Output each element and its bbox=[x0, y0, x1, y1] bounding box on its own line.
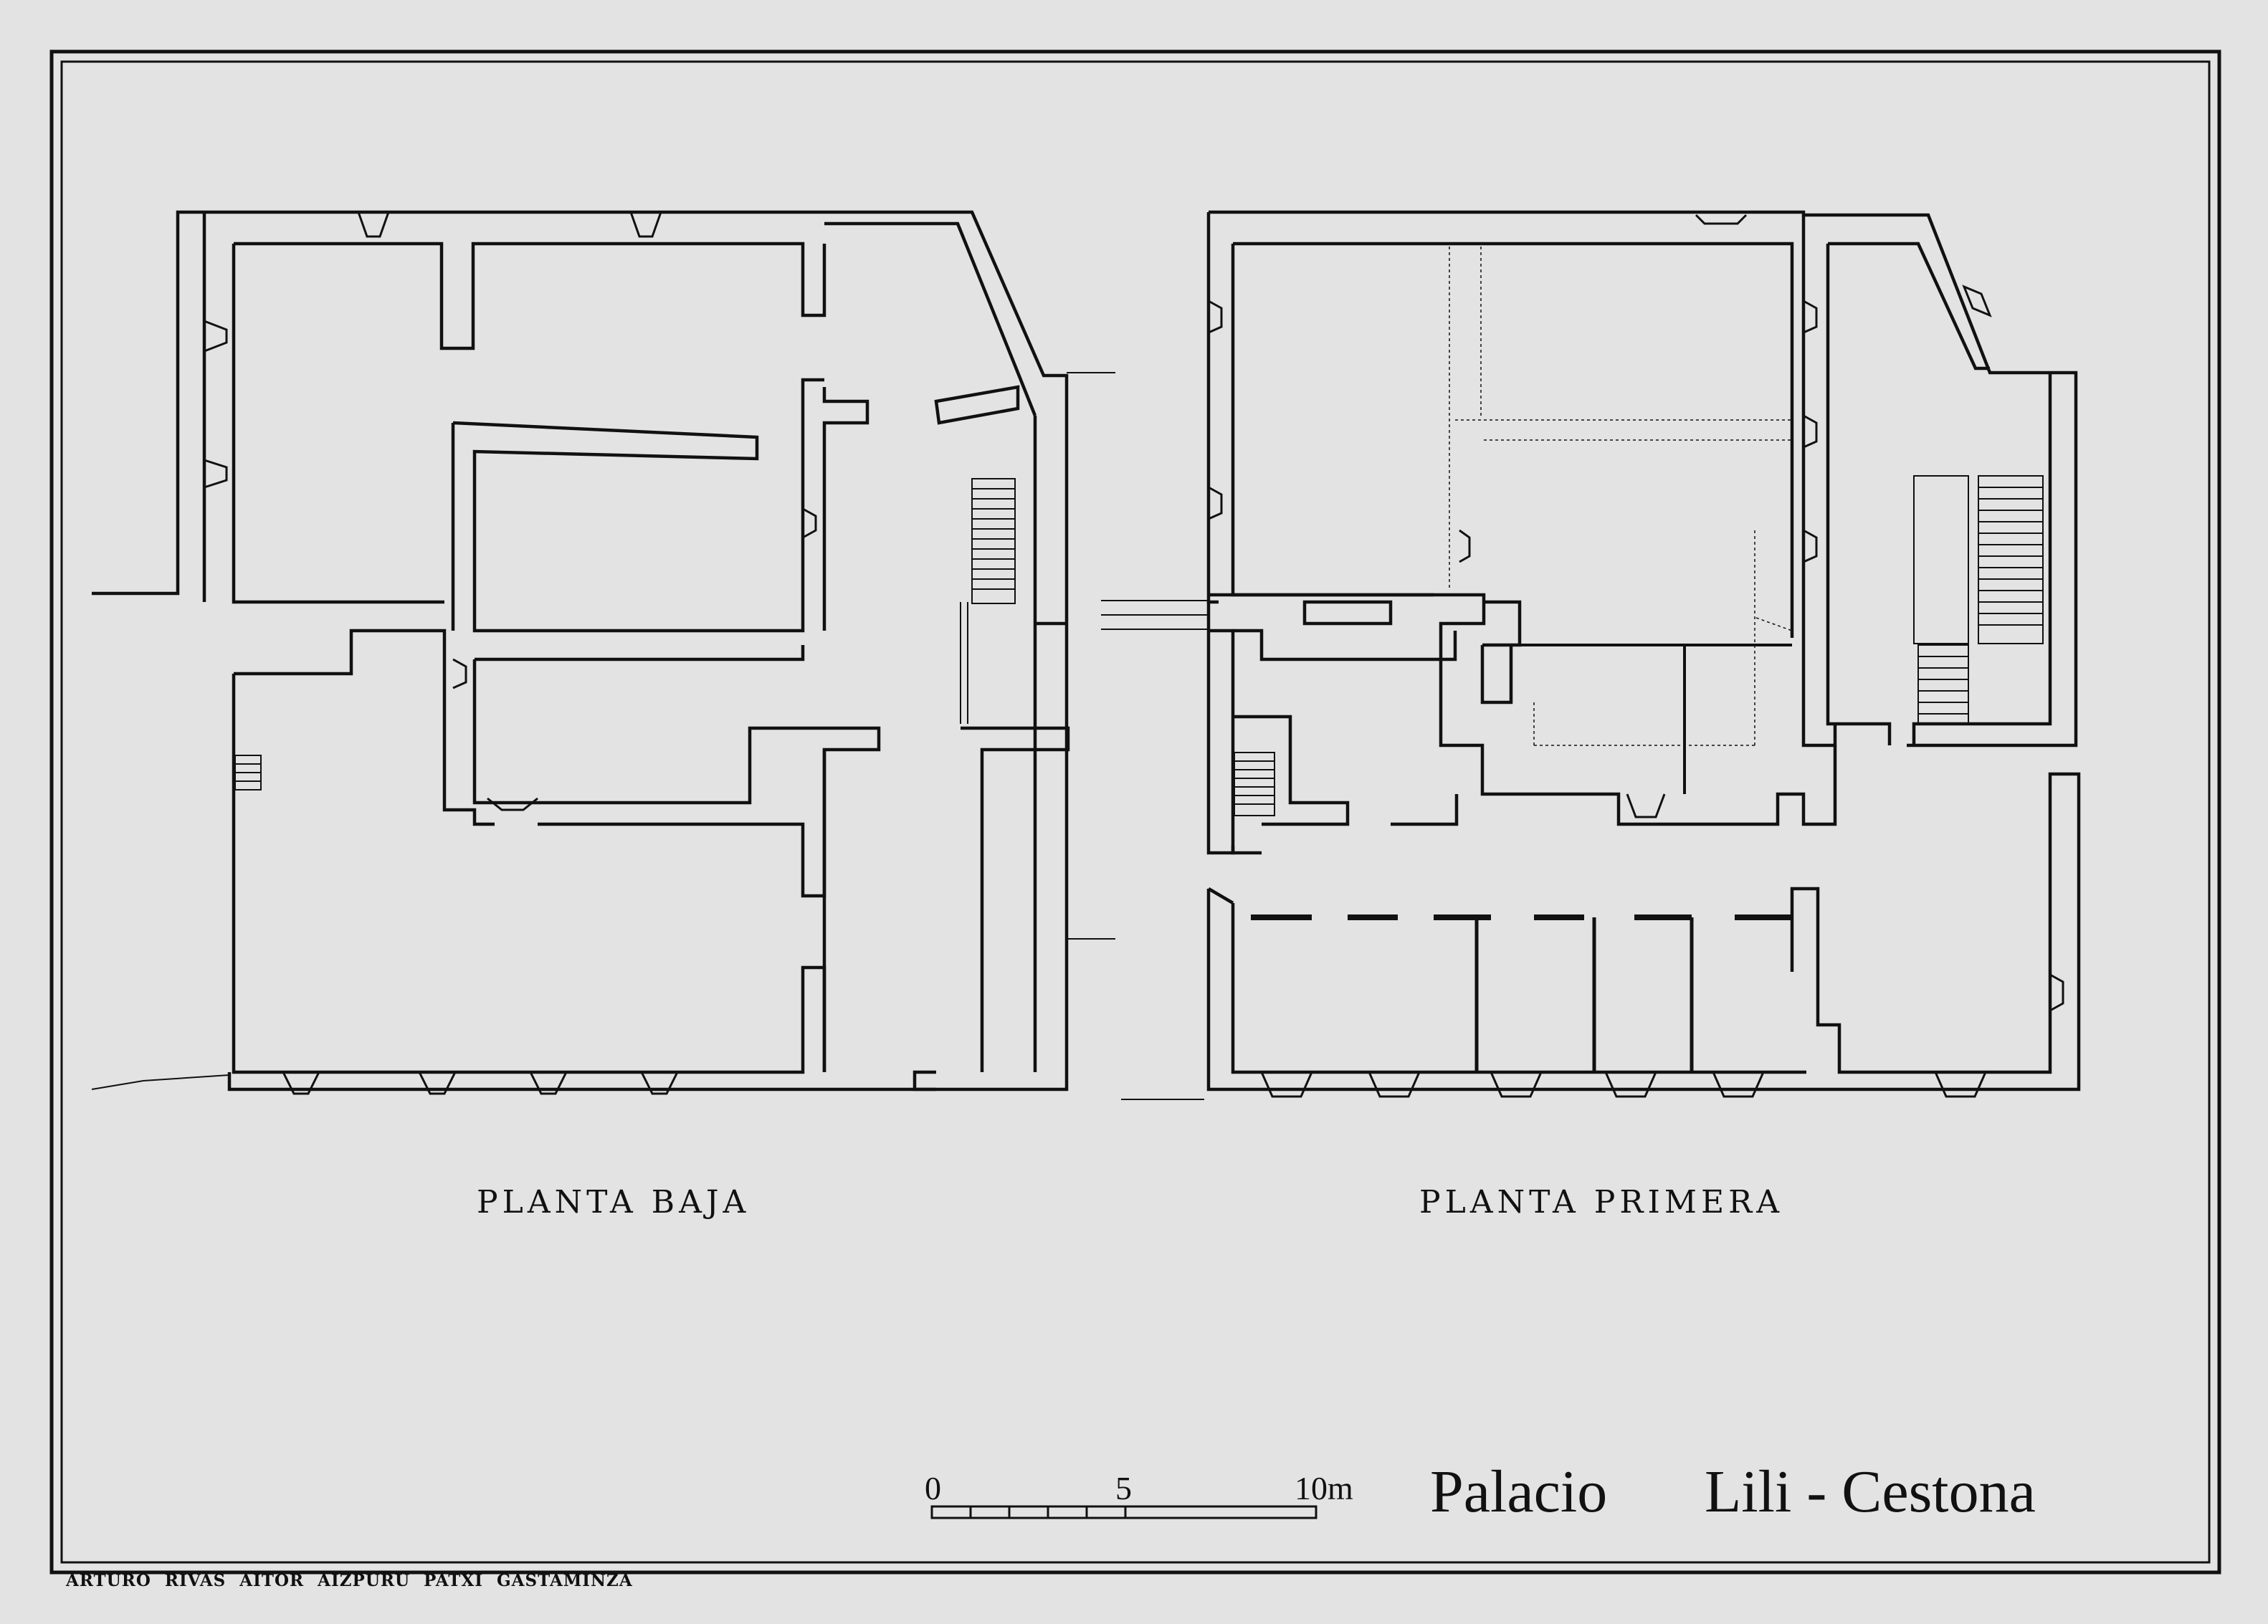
first-corridor bbox=[1480, 645, 1513, 704]
first-lower-west bbox=[1207, 887, 1234, 904]
drawing-title-building: Palacio bbox=[1430, 1458, 1608, 1525]
scale-bar-graphic bbox=[930, 1505, 1318, 1519]
first-room-wall-b bbox=[1302, 600, 1393, 626]
ground-left-large bbox=[234, 629, 495, 826]
ground-floor-label: PLANTA BAJA bbox=[477, 1184, 751, 1221]
first-staircase bbox=[1234, 475, 2044, 816]
first-mid-block bbox=[1209, 593, 1837, 826]
ground-central-room bbox=[472, 659, 881, 898]
sheet-border bbox=[49, 49, 2221, 1575]
ground-ne-room bbox=[934, 385, 1020, 425]
first-lower-inner bbox=[1231, 903, 1806, 1074]
first-windows bbox=[1208, 214, 2064, 1098]
ground-left-large-2 bbox=[232, 674, 826, 1074]
ground-inner-north bbox=[234, 242, 826, 350]
first-floor-plan bbox=[1206, 210, 2081, 1092]
ground-inner-wall bbox=[232, 244, 442, 604]
first-ne-inner bbox=[1826, 244, 1892, 745]
ground-lower-right bbox=[961, 726, 1070, 1072]
first-ne-room bbox=[1828, 242, 1990, 371]
first-floor-hidden-lines bbox=[1449, 247, 1793, 746]
first-lower-block bbox=[1206, 772, 2081, 1092]
first-outer-west bbox=[1206, 212, 1219, 604]
first-floor-partitions bbox=[1233, 644, 1792, 1072]
first-outer-west-2 bbox=[1206, 602, 1235, 855]
ground-central-top bbox=[475, 645, 805, 661]
authors-credit: ARTURO RIVAS AITOR AIZPURU PATXI GASTAMI… bbox=[66, 1571, 633, 1590]
ground-outer-wall-south bbox=[227, 1072, 936, 1092]
first-mid-left bbox=[1209, 629, 1262, 855]
ground-windows bbox=[204, 211, 817, 1095]
scale-start-label: 0 bbox=[925, 1470, 941, 1506]
ground-outer-wall bbox=[92, 210, 1069, 1092]
ground-staircase bbox=[234, 478, 1016, 790]
first-floor-label: PLANTA PRIMERA bbox=[1419, 1184, 1783, 1221]
first-inner bbox=[1231, 244, 1434, 597]
ground-ne-wall bbox=[824, 221, 1037, 416]
first-site-lines bbox=[1101, 600, 1209, 1100]
scale-end-label: 10m bbox=[1295, 1470, 1353, 1506]
first-room-wall-a bbox=[1233, 629, 1457, 661]
first-east-block bbox=[1801, 215, 1837, 747]
ground-site-lines bbox=[91, 372, 1115, 1090]
first-small-room-2 bbox=[1391, 794, 1459, 826]
first-inner-top bbox=[1233, 242, 1794, 638]
ground-corridor-wall-1 bbox=[452, 378, 824, 633]
scale-middle-label: 5 bbox=[1115, 1470, 1132, 1506]
ground-stair-column bbox=[822, 387, 869, 631]
first-room-wall-c bbox=[1482, 600, 1522, 647]
first-stair-well bbox=[1912, 373, 2052, 745]
drawing-title-place: Lili - Cestona bbox=[1705, 1458, 2036, 1525]
ground-floor-plan bbox=[92, 210, 1070, 1092]
first-outer-wall bbox=[1209, 210, 2078, 747]
